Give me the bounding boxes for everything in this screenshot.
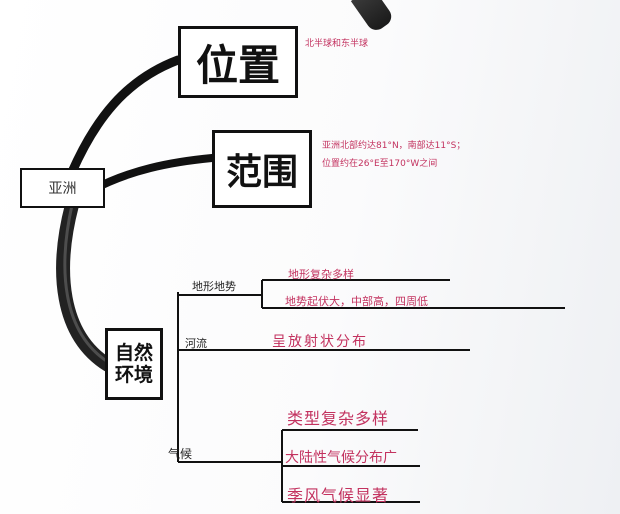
- position-node-label: 位置: [195, 40, 280, 90]
- terrain-item-2: 地势起伏大，中部高，四周低: [285, 295, 428, 308]
- range-node-label: 范围: [225, 151, 298, 193]
- nature-node-label-line2: 环境: [114, 364, 153, 386]
- climate-item-1: 类型复杂多样: [287, 409, 390, 428]
- rivers-item-1: 呈放射状分布: [272, 334, 368, 350]
- trunk-to-range: [88, 154, 216, 194]
- range-note-line1: 亚洲北部约达81°N，南部达11°S；: [322, 141, 466, 151]
- position-note: 北半球和东半球: [305, 39, 369, 49]
- range-node: 范围: [212, 130, 312, 208]
- branch-climate-label: 气候: [168, 447, 193, 461]
- nature-node: 自然 环境: [105, 328, 163, 400]
- branch-terrain-label: 地形地势: [192, 280, 236, 293]
- trunk-to-position: [67, 55, 183, 177]
- terrain-item-1: 地形复杂多样: [288, 268, 354, 281]
- climate-item-2: 大陆性气候分布广: [285, 450, 397, 466]
- position-node: 位置: [178, 26, 298, 98]
- climate-item-3: 季风气候显著: [287, 486, 390, 505]
- root-node: 亚洲: [20, 168, 105, 208]
- branch-rivers-label: 河流: [185, 337, 207, 350]
- nature-node-label-line1: 自然: [114, 342, 153, 364]
- root-node-label: 亚洲: [48, 181, 77, 197]
- range-note-line2: 位置约在26°E至170°W之间: [322, 159, 438, 169]
